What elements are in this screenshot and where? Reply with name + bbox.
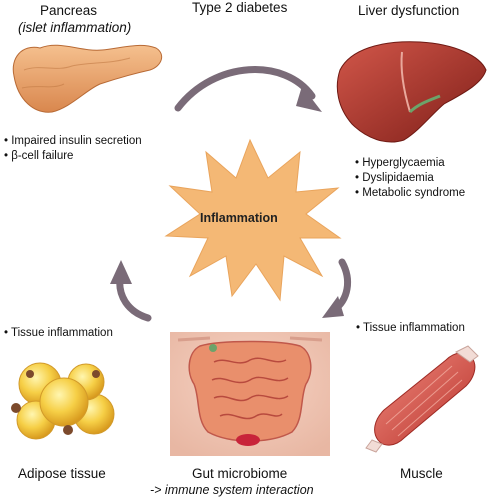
adipose-title: Adipose tissue xyxy=(18,466,106,481)
pancreas-bullet-1: Impaired insulin secretion xyxy=(4,134,141,149)
gut-subtitle: -> immune system interaction xyxy=(150,483,314,497)
liver-illustration xyxy=(336,41,487,143)
adipose-bullets: Tissue inflammation xyxy=(4,326,113,341)
arrow-pancreas-to-liver xyxy=(174,66,322,112)
muscle-illustration xyxy=(365,345,479,453)
liver-bullet-2: Dyslipidaemia xyxy=(355,171,465,186)
gut-title: Gut microbiome xyxy=(192,466,288,481)
pancreas-subtitle: (islet inflammation) xyxy=(18,20,132,35)
liver-title: Liver dysfunction xyxy=(358,3,460,18)
type2-diabetes-title: Type 2 diabetes xyxy=(192,0,288,15)
inflammation-label: Inflammation xyxy=(200,211,278,225)
liver-bullets: Hyperglycaemia Dyslipidaemia Metabolic s… xyxy=(355,156,465,201)
arrow-liver-to-gut xyxy=(322,258,352,318)
pancreas-title: Pancreas xyxy=(40,3,98,18)
adipose-illustration xyxy=(11,362,115,440)
muscle-title: Muscle xyxy=(400,466,443,481)
adipose-bullet-1: Tissue inflammation xyxy=(4,326,113,341)
liver-bullet-1: Hyperglycaemia xyxy=(355,156,465,171)
inflammation-burst xyxy=(164,138,342,302)
pancreas-bullet-2: β-cell failure xyxy=(4,149,142,164)
gut-illustration xyxy=(170,332,330,456)
muscle-bullets: Tissue inflammation xyxy=(356,321,465,336)
pancreas-illustration xyxy=(12,44,163,113)
arrow-adipose-to-pancreas xyxy=(110,260,152,322)
pancreas-bullets: Impaired insulin secretion β-cell failur… xyxy=(4,134,142,164)
muscle-bullet-1: Tissue inflammation xyxy=(356,321,465,336)
liver-bullet-3: Metabolic syndrome xyxy=(355,186,465,201)
